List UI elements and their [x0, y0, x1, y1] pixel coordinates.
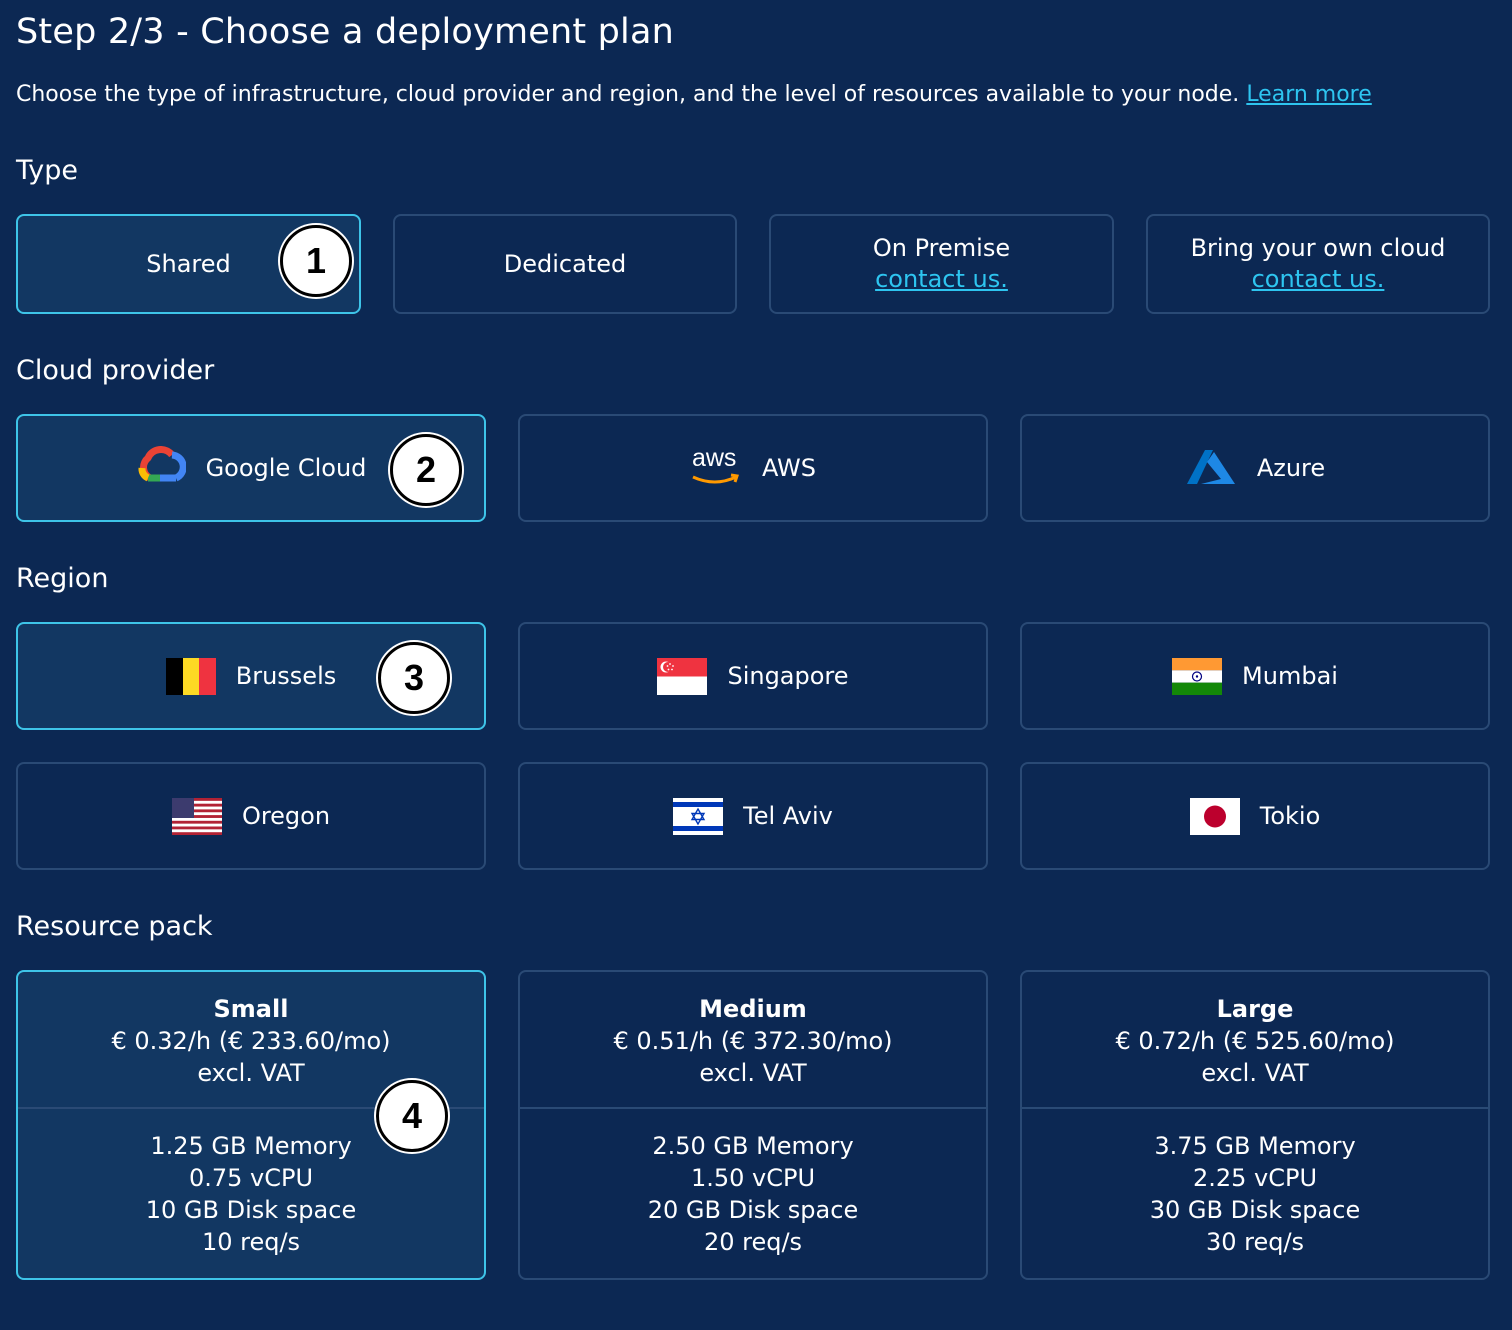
- region-option-label: Oregon: [241, 802, 331, 830]
- type-option-label: Dedicated: [503, 250, 627, 278]
- type-section-label: Type: [16, 155, 79, 186]
- region-section-label: Region: [16, 563, 109, 594]
- region-option-label: Tokio: [1259, 802, 1321, 830]
- type-option-on-premise[interactable]: On Premise contact us.: [769, 214, 1114, 314]
- contact-us-link[interactable]: contact us.: [875, 265, 1008, 293]
- pack-cpu: 2.25 vCPU: [1192, 1163, 1318, 1192]
- pack-memory: 2.50 GB Memory: [652, 1131, 854, 1160]
- pack-price: € 0.51/h (€ 372.30/mo): [613, 1026, 893, 1055]
- google-cloud-icon: [136, 446, 187, 490]
- pack-disk: 20 GB Disk space: [647, 1195, 859, 1224]
- pack-rate: 30 req/s: [1205, 1227, 1305, 1256]
- region-option-label: Singapore: [727, 662, 849, 690]
- type-option-byoc[interactable]: Bring your own cloud contact us.: [1146, 214, 1490, 314]
- step-badge-2: 2: [390, 434, 462, 506]
- region-option-mumbai[interactable]: Mumbai: [1020, 622, 1490, 730]
- pack-name: Large: [1216, 994, 1294, 1023]
- region-option-tokio[interactable]: Tokio: [1020, 762, 1490, 870]
- contact-us-link[interactable]: contact us.: [1251, 265, 1385, 293]
- pack-cpu: 1.50 vCPU: [690, 1163, 816, 1192]
- pack-specs: 3.75 GB Memory 2.25 vCPU 30 GB Disk spac…: [1022, 1109, 1488, 1278]
- subtitle-text: Choose the type of infrastructure, cloud…: [16, 82, 1240, 107]
- usa-flag-icon: [171, 797, 222, 835]
- pack-pricing: Medium € 0.51/h (€ 372.30/mo) excl. VAT: [520, 972, 986, 1109]
- pack-disk: 30 GB Disk space: [1149, 1195, 1361, 1224]
- pack-specs: 1.25 GB Memory 0.75 vCPU 10 GB Disk spac…: [18, 1109, 484, 1278]
- region-option-label: Mumbai: [1242, 662, 1338, 690]
- pack-rate: 20 req/s: [703, 1227, 803, 1256]
- pack-rate: 10 req/s: [201, 1227, 301, 1256]
- pack-pricing: Small € 0.32/h (€ 233.60/mo) excl. VAT: [18, 972, 484, 1109]
- israel-flag-icon: [673, 797, 724, 835]
- resource-pack-large[interactable]: Large € 0.72/h (€ 525.60/mo) excl. VAT 3…: [1020, 970, 1490, 1280]
- provider-option-azure[interactable]: Azure: [1020, 414, 1490, 522]
- provider-option-label: AWS: [761, 454, 817, 482]
- region-option-oregon[interactable]: Oregon: [16, 762, 486, 870]
- page-subtitle: Choose the type of infrastructure, cloud…: [16, 82, 1372, 107]
- region-option-label: Tel Aviv: [743, 802, 833, 830]
- pack-name: Medium: [699, 994, 807, 1023]
- pack-price: € 0.32/h (€ 233.60/mo): [111, 1026, 391, 1055]
- aws-icon-text: aws: [691, 444, 737, 472]
- region-option-singapore[interactable]: Singapore: [518, 622, 988, 730]
- cloud-provider-section-label: Cloud provider: [16, 355, 215, 386]
- type-option-label: Shared: [146, 250, 231, 278]
- aws-icon: aws: [690, 444, 742, 488]
- resource-pack-section-label: Resource pack: [16, 911, 213, 942]
- pack-name: Small: [213, 994, 289, 1023]
- region-option-tel-aviv[interactable]: Tel Aviv: [518, 762, 988, 870]
- india-flag-icon: [1172, 657, 1223, 695]
- provider-option-aws[interactable]: aws AWS: [518, 414, 988, 522]
- pack-memory: 1.25 GB Memory: [150, 1131, 352, 1160]
- belgium-flag-icon: [165, 657, 216, 695]
- provider-option-label: Azure: [1256, 454, 1326, 482]
- pack-vat: excl. VAT: [699, 1058, 807, 1087]
- type-option-dedicated[interactable]: Dedicated: [393, 214, 737, 314]
- azure-icon: [1185, 446, 1237, 490]
- step-badge-1: 1: [280, 225, 352, 297]
- japan-flag-icon: [1189, 797, 1240, 835]
- provider-option-label: Google Cloud: [205, 454, 367, 482]
- type-option-label: Bring your own cloud: [1190, 234, 1446, 262]
- step-badge-4: 4: [376, 1080, 448, 1152]
- step-badge-3: 3: [378, 642, 450, 714]
- pack-cpu: 0.75 vCPU: [188, 1163, 314, 1192]
- singapore-flag-icon: [657, 657, 708, 695]
- type-option-label: On Premise: [872, 234, 1011, 262]
- pack-vat: excl. VAT: [197, 1058, 305, 1087]
- pack-disk: 10 GB Disk space: [145, 1195, 357, 1224]
- page-title: Step 2/3 - Choose a deployment plan: [16, 12, 674, 52]
- pack-pricing: Large € 0.72/h (€ 525.60/mo) excl. VAT: [1022, 972, 1488, 1109]
- pack-memory: 3.75 GB Memory: [1154, 1131, 1356, 1160]
- pack-specs: 2.50 GB Memory 1.50 vCPU 20 GB Disk spac…: [520, 1109, 986, 1278]
- pack-vat: excl. VAT: [1201, 1058, 1309, 1087]
- resource-pack-medium[interactable]: Medium € 0.51/h (€ 372.30/mo) excl. VAT …: [518, 970, 988, 1280]
- pack-price: € 0.72/h (€ 525.60/mo): [1115, 1026, 1395, 1055]
- learn-more-link[interactable]: Learn more: [1246, 82, 1372, 107]
- region-option-label: Brussels: [235, 662, 337, 690]
